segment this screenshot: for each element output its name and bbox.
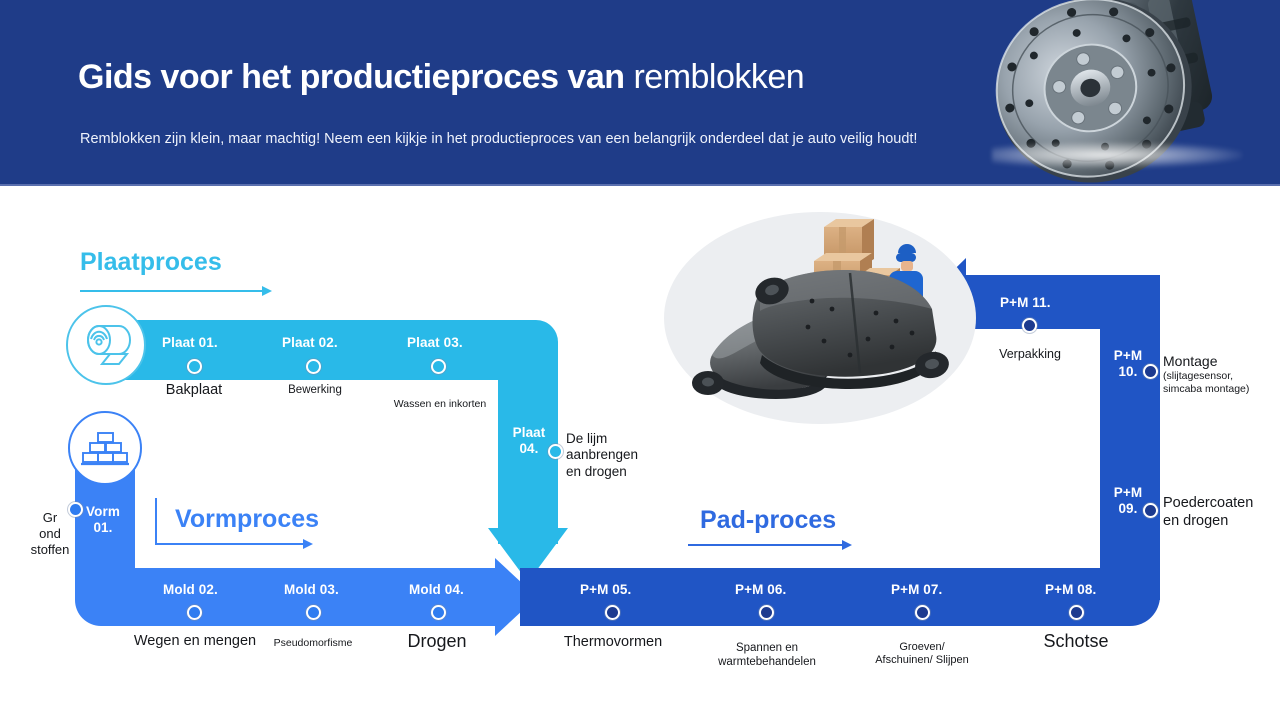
caption-pm-06-line2: warmtebehandelen	[718, 656, 816, 669]
disc-shadow	[992, 142, 1242, 168]
step-label-pm-08: P+M 08.	[1045, 582, 1097, 597]
node-plaat-01[interactable]	[187, 359, 202, 374]
step-label-plaat-04-line1: Plaat	[512, 425, 546, 440]
caption-plaat-04-line1: De lijm	[566, 431, 608, 446]
caption-pm-09: Poedercoaten en drogen	[1163, 495, 1280, 530]
caption-pm-07-line2: Afschuinen/ Slijpen	[875, 654, 969, 667]
step-label-vorm-01-line2: 01.	[93, 519, 113, 535]
node-pm-11[interactable]	[1022, 318, 1037, 333]
caption-plaat-04-line2: aanbrengen	[566, 447, 639, 463]
plaat-process-band-horizontal	[103, 320, 558, 380]
caption-pm-07-line1: Groeven/	[899, 641, 945, 653]
node-mold-03[interactable]	[306, 605, 321, 620]
step-label-mold-02: Mold 02.	[163, 582, 218, 597]
node-pm-06[interactable]	[759, 605, 774, 620]
step-label-plaat-04: Plaat 04.	[505, 425, 553, 457]
caption-plaat-01: Bakplaat	[165, 382, 223, 398]
caption-pm-09-line1: Poedercoaten	[1163, 495, 1254, 511]
caption-pm-10-line3: simcaba montage)	[1163, 382, 1250, 395]
raw-materials-line-3: stoffen	[30, 541, 70, 557]
caption-pm-11: Verpakking	[999, 347, 1061, 361]
step-label-pm-11: P+M 11.	[1000, 295, 1051, 310]
node-pm-09[interactable]	[1143, 503, 1158, 518]
vormproces-arrow	[155, 498, 313, 550]
node-plaat-02[interactable]	[306, 359, 321, 374]
steel-coil-icon	[66, 305, 146, 385]
caption-pm-10-line1: Montage	[1163, 353, 1218, 369]
caption-plaat-02: Bewerking	[288, 384, 342, 396]
brake-pads-illustration	[664, 205, 984, 435]
caption-pm-10-line2: (slijtagesensor,	[1163, 370, 1234, 383]
material-stack-icon	[68, 411, 142, 485]
node-grondstoffen[interactable]	[68, 502, 83, 517]
step-label-pm-09-line1: P+M	[1113, 485, 1143, 500]
step-label-vorm-01: Vorm 01.	[80, 504, 126, 536]
node-mold-02[interactable]	[187, 605, 202, 620]
plaatproces-arrow	[80, 284, 272, 298]
caption-pm-06-line1: Spannen en	[735, 642, 799, 654]
step-label-plaat-02: Plaat 02.	[282, 335, 338, 350]
page-title-bold: Gids voor het productieproces van	[78, 58, 634, 96]
raw-materials-line-1: Gr	[42, 510, 58, 525]
pad-process-band-vertical	[1100, 300, 1160, 600]
brake-disc-illustration	[982, 0, 1262, 186]
node-pm-07[interactable]	[915, 605, 930, 620]
step-label-pm-05: P+M 05.	[580, 582, 632, 597]
header-banner: Gids voor het productieproces van remblo…	[0, 0, 1280, 186]
plaat-process-arrow-down	[478, 528, 578, 582]
step-label-pm-09-line2: 09.	[1118, 500, 1138, 516]
step-label-pm-06: P+M 06.	[735, 582, 787, 597]
brake-pad-upper	[752, 269, 949, 389]
step-label-mold-03: Mold 03.	[284, 582, 339, 597]
caption-pm-06: Spannen en warmtebehandelen	[700, 641, 834, 669]
header-divider	[0, 184, 1280, 186]
step-label-pm-10-line2: 10.	[1118, 363, 1138, 379]
step-label-plaat-04-line2: 04.	[519, 440, 539, 456]
raw-materials-label: Gr ond stoffen	[22, 510, 78, 558]
plaat-process-band-vertical	[498, 372, 558, 544]
node-pm-05[interactable]	[605, 605, 620, 620]
step-label-pm-10-line1: P+M	[1113, 348, 1143, 363]
page-title: Gids voor het productieproces van remblo…	[78, 58, 805, 97]
step-label-pm-07: P+M 07.	[891, 582, 943, 597]
caption-mold-03: Pseudomorfisme	[273, 637, 353, 649]
caption-plaat-04: De lijm aanbrengen en drogen	[566, 431, 676, 480]
caption-pm-05: Thermovormen	[563, 634, 663, 650]
node-mold-04[interactable]	[431, 605, 446, 620]
pad-process-band-horizontal	[520, 568, 1160, 626]
caption-plaat-03: Wassen en inkorten	[393, 398, 487, 410]
section-title-plaatproces: Plaatproces	[80, 248, 222, 276]
page-title-light: remblokken	[633, 58, 805, 96]
section-title-padproces: Pad-proces	[700, 506, 837, 534]
caption-mold-02: Wegen en mengen	[133, 633, 257, 649]
caption-mold-04: Drogen	[407, 631, 467, 651]
vorm-process-arrow-right	[455, 558, 537, 636]
node-plaat-03[interactable]	[431, 359, 446, 374]
padproces-arrow	[688, 538, 852, 552]
section-title-vormproces: Vormproces	[175, 505, 320, 533]
step-label-plaat-01: Plaat 01.	[162, 335, 218, 350]
node-plaat-04[interactable]	[548, 444, 563, 459]
caption-pm-08: Schotse	[1043, 631, 1109, 651]
step-label-mold-04: Mold 04.	[409, 582, 464, 597]
caption-plaat-04-line3: en drogen	[566, 463, 627, 479]
node-pm-10[interactable]	[1143, 364, 1158, 379]
raw-materials-line-2: ond	[39, 525, 61, 541]
step-label-vorm-01-line1: Vorm	[86, 504, 120, 519]
step-label-plaat-03: Plaat 03.	[407, 335, 463, 350]
caption-pm-09-line2: en drogen	[1163, 512, 1229, 529]
step-label-pm-09: P+M 09.	[1106, 485, 1150, 517]
node-pm-08[interactable]	[1069, 605, 1084, 620]
caption-pm-10: Montage (slijtagesensor, simcaba montage…	[1163, 353, 1280, 396]
page-subtitle: Remblokken zijn klein, maar machtig! Nee…	[80, 131, 918, 147]
step-label-pm-10: P+M 10.	[1106, 348, 1150, 380]
caption-pm-07: Groeven/ Afschuinen/ Slijpen	[855, 641, 989, 668]
